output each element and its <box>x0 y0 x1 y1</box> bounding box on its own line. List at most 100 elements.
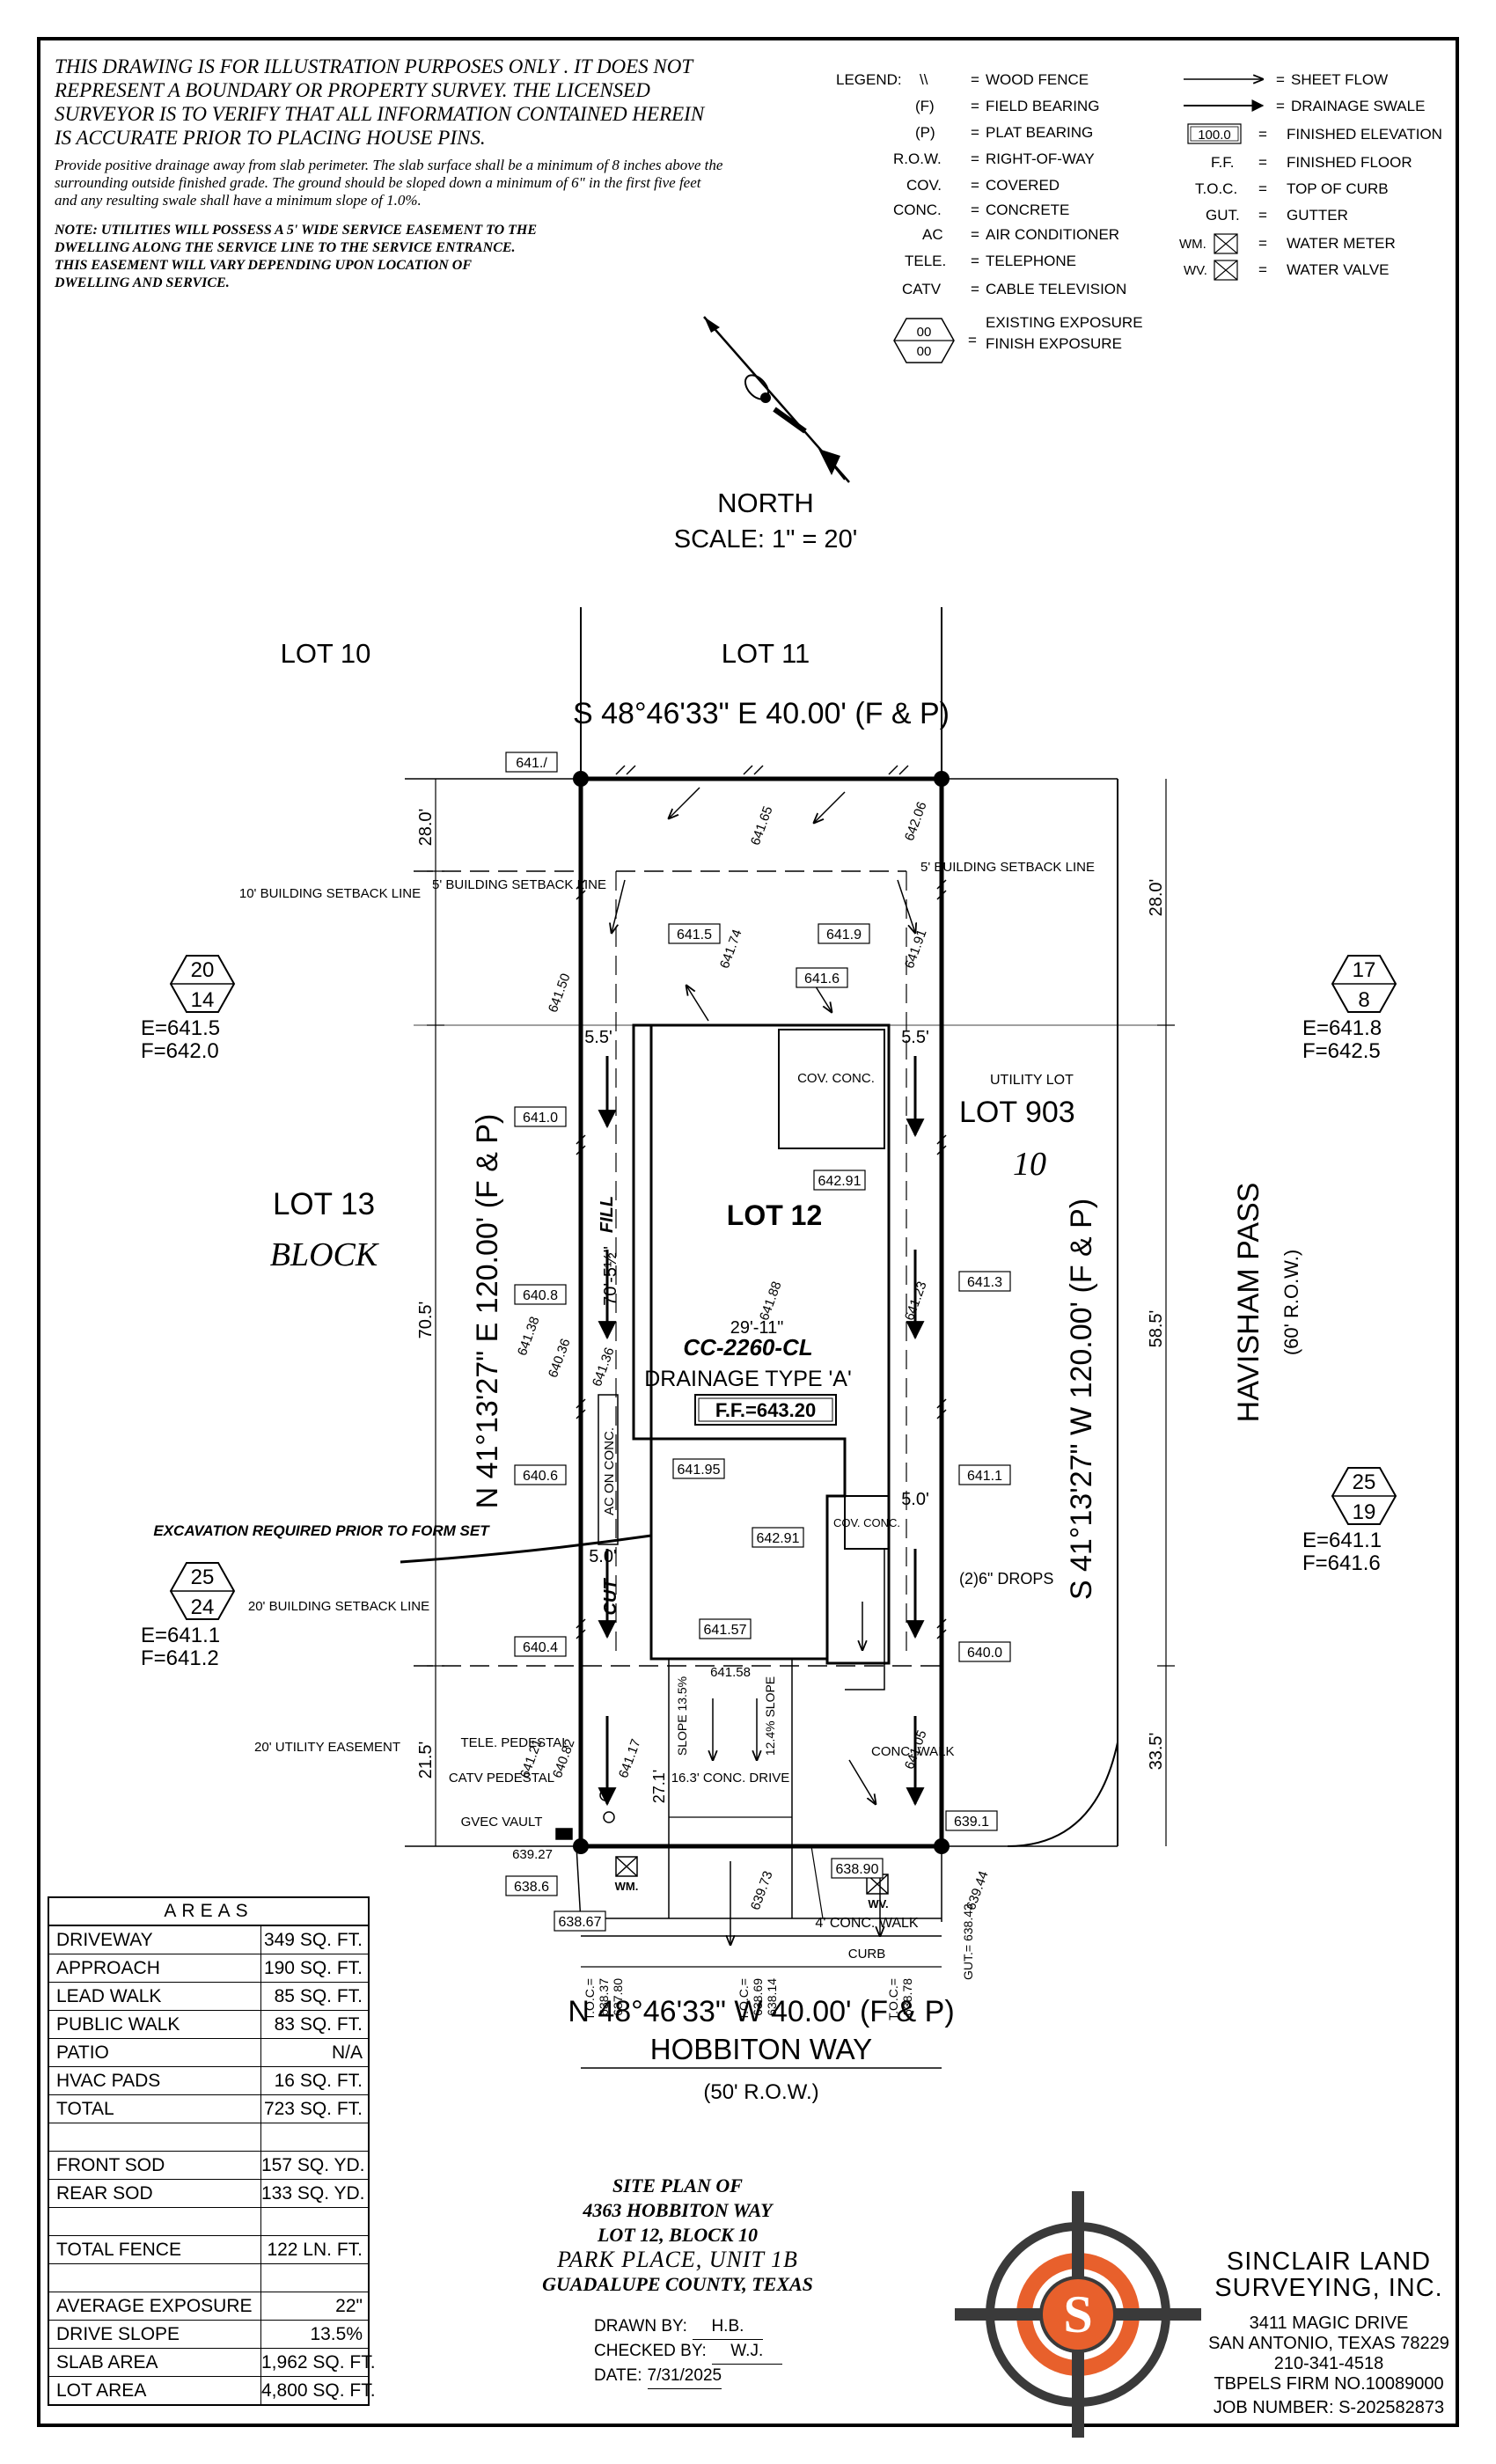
areas-label: DRIVE SLOPE <box>49 2321 261 2348</box>
legend-sym: WV. <box>1184 263 1207 278</box>
elevation-value: 641.95 <box>678 1463 721 1478</box>
elevation-value: 641.9 <box>826 928 862 942</box>
catv-pedestal-icon <box>603 1811 615 1823</box>
elevation-value: 641.38 <box>515 1315 543 1358</box>
legend-sym: COV. <box>906 177 942 194</box>
exposure-value: F=642.0 <box>141 1039 219 1063</box>
areas-label: SLAB AREA <box>49 2349 261 2376</box>
dim-label: 5.0' <box>589 1547 617 1566</box>
plan-code: CC-2260-CL <box>683 1334 812 1360</box>
gut-label: GUT.= 638.43 <box>961 1903 975 1980</box>
company-phone: 210-341-4518 <box>1273 2354 1384 2373</box>
areas-label: LOT AREA <box>49 2377 261 2404</box>
areas-value: 16 SQ. FT. <box>274 2071 363 2091</box>
tele-pedestal-icon <box>599 1789 612 1801</box>
lot12-label: LOT 12 <box>727 1199 822 1231</box>
areas-label: HVAC PADS <box>49 2067 261 2094</box>
wv-label: WV. <box>868 1897 888 1910</box>
bearing-left: N 41°13'27" E 120.00' (F & P) <box>471 1114 504 1509</box>
areas-value: 22" <box>335 2296 363 2316</box>
exposure-value: 19 <box>1353 1500 1376 1524</box>
cov-conc-side: COV. CONC. <box>833 1516 900 1529</box>
areas-label: APPROACH <box>49 1954 261 1982</box>
elevation-value: 641.6 <box>804 972 840 986</box>
elevation-value: 639.1 <box>954 1815 989 1830</box>
company-job: JOB NUMBER: S-202582873 <box>1213 2398 1445 2417</box>
street-side: HAVISHAM PASS <box>1232 1183 1265 1423</box>
areas-value: 13.5% <box>310 2324 363 2344</box>
legend-sym: AC <box>922 226 943 243</box>
elevation-value: 640.4 <box>523 1640 558 1655</box>
house-slab <box>598 1023 891 1919</box>
areas-value: 83 SQ. FT. <box>274 2014 363 2035</box>
dim-label: 5.5' <box>584 1028 612 1047</box>
areas-value: N/A <box>331 2042 363 2063</box>
utility-symbols <box>555 1789 889 1895</box>
legend: LEGEND: \\ =WOOD FENCE (F) =FIELD BEARIN… <box>836 71 1442 363</box>
walk4-label: 4' CONC. WALK <box>815 1916 918 1931</box>
areas-row: HVAC PADS 16 SQ. FT. <box>49 2067 368 2095</box>
legend-text: GUTTER <box>1287 207 1348 224</box>
bearing-right: S 41°13'27" W 120.00' (F & P) <box>1065 1199 1098 1600</box>
exposure-value: E=641.5 <box>141 1016 220 1040</box>
legend-items-right: =SHEET FLOW =DRAINAGE SWALE 100.0 =FINIS… <box>1179 71 1442 281</box>
areas-value: 723 SQ. FT. <box>263 2099 363 2119</box>
boxed-elevation: 641.3 <box>958 1271 1011 1292</box>
elevation-value: 639.27 <box>512 1847 553 1862</box>
boxed-elevation: 642.91 <box>752 1527 804 1548</box>
legend-sym: F.F. <box>1211 154 1234 171</box>
areas-row: DRIVE SLOPE 13.5% <box>49 2321 368 2349</box>
utility-easement: 20' UTILITY EASEMENT <box>254 1740 400 1755</box>
dim-label: 70.5' <box>416 1302 436 1339</box>
dim-label: 58.5' <box>1147 1310 1166 1348</box>
areas-label: PATIO <box>49 2039 261 2066</box>
areas-row <box>49 2123 368 2152</box>
areas-value: 349 SQ. FT. <box>263 1930 363 1950</box>
exposure-markers: 2014E=641.5F=642.02524E=641.1F=641.2178E… <box>141 955 1397 1670</box>
legend-sym: R.O.W. <box>893 150 942 167</box>
areas-value <box>261 2123 368 2151</box>
boxed-elevation: 641.95 <box>672 1458 725 1479</box>
elevation-value: 641.88 <box>757 1280 785 1323</box>
areas-label: AVERAGE EXPOSURE <box>49 2292 261 2320</box>
legend-sym: CONC. <box>893 202 942 218</box>
north-label: NORTH <box>717 488 814 518</box>
company-firm: TBPELS FIRM NO.10089000 <box>1214 2374 1444 2394</box>
water-meter-icon <box>615 1856 638 1877</box>
legend-text: AIR CONDITIONER <box>986 226 1119 243</box>
date-value: 7/31/2025 <box>647 2364 722 2389</box>
company-name2: SURVEYING, INC. <box>1214 2274 1443 2302</box>
drainage-type: DRAINAGE TYPE 'A' <box>644 1367 852 1391</box>
elevation-value: 642.91 <box>757 1531 800 1546</box>
gvec-label: GVEC VAULT <box>461 1815 543 1830</box>
svg-text:=: = <box>1258 126 1267 143</box>
areas-label <box>49 2123 261 2151</box>
notes-block: THIS DRAWING IS FOR ILLUSTRATION PURPOSE… <box>55 55 723 292</box>
dim-label: 28.0' <box>1147 879 1166 917</box>
lot-12-boundary <box>573 765 950 1854</box>
legend-sym: TELE. <box>905 253 946 269</box>
areas-value: 85 SQ. FT. <box>274 1986 363 2006</box>
boxed-elevation: 640.0 <box>958 1641 1011 1662</box>
elevation-value: 641.3 <box>967 1275 1002 1290</box>
excavation-note: EXCAVATION REQUIRED PRIOR TO FORM SET <box>153 1522 490 1539</box>
legend-text: FINISHED FLOOR <box>1287 154 1412 171</box>
drawn-label: DRAWN BY: <box>594 2317 687 2336</box>
toc-b: 638.78 <box>900 1978 914 2016</box>
exposure-value: 20 <box>191 958 215 982</box>
legend-text: FIELD BEARING <box>986 98 1099 114</box>
utility-lot-label: UTILITY LOT <box>990 1073 1074 1088</box>
north-arrow-icon <box>703 316 850 483</box>
toc-labels: T.O.C.= 638.37 637.80 T.O.C.= 638.69 638… <box>583 1903 975 2020</box>
legend-text: FINISHED ELEVATION <box>1287 126 1442 143</box>
areas-title: AREAS <box>49 1898 368 1926</box>
boxed-elevation: 641.6 <box>796 967 848 988</box>
elevation-value: 641.1 <box>967 1469 1002 1484</box>
dim-label: 33.5' <box>1147 1733 1166 1771</box>
boxed-elevation: 640.6 <box>514 1464 567 1485</box>
